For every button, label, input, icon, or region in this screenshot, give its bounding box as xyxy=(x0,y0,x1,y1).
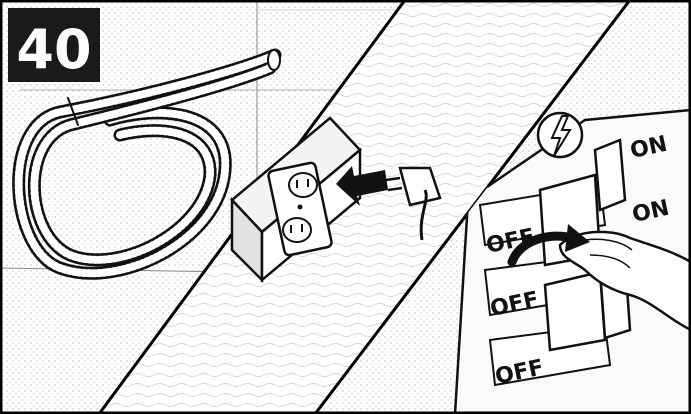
step-number: 40 xyxy=(16,18,91,81)
lightning-bolt-icon xyxy=(538,113,582,157)
step-number-badge: 40 xyxy=(8,8,100,82)
